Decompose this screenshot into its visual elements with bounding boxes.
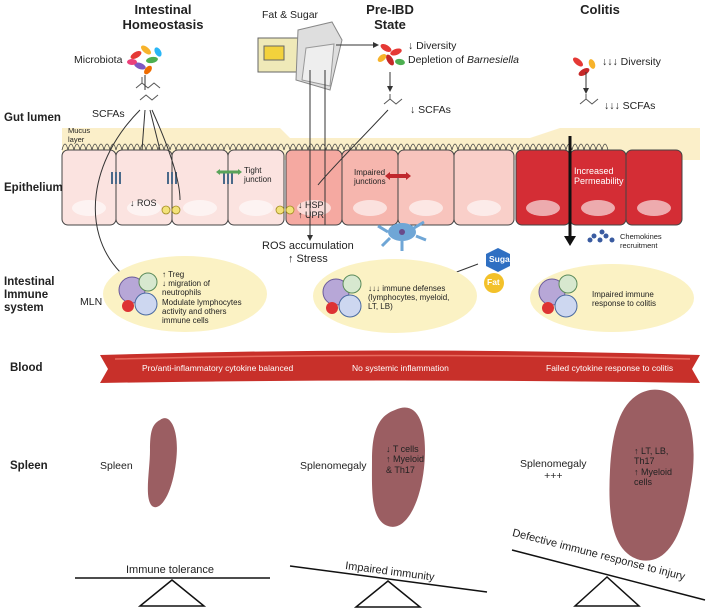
blood-colitis-text: Failed cytokine response to colitis (546, 363, 674, 373)
flow-arrows (94, 44, 587, 283)
row-spleen: Spleen (10, 460, 48, 472)
pre-diversity-label: ↓ Diversity (408, 40, 457, 52)
sugar-badge (486, 248, 510, 272)
microvilli (61, 143, 609, 151)
epithelium-cells (61, 143, 683, 226)
immune-preibd-text: ↓↓↓ immune defenses (lymphocytes, myeloi… (368, 284, 450, 312)
colitis-microbiota-icon (573, 57, 596, 76)
spleen-homeostasis (147, 418, 177, 508)
balance-homeostasis (75, 577, 270, 607)
blood-vessel-highlight (114, 354, 691, 360)
fat-label: Fat (487, 277, 500, 287)
header-preibd: Pre-IBD State (366, 2, 414, 32)
pre-depletion-prefix: Depletion of (408, 54, 467, 66)
microbiota-icon (127, 45, 162, 75)
microbiota-label: Microbiota (74, 54, 123, 66)
preibd-microbiota-icon (377, 44, 405, 66)
spleen-col-label: Splenomegaly +++ (520, 458, 587, 483)
spleen-preibd (371, 407, 425, 527)
ros-label: ↓ ROS (130, 198, 157, 208)
blood-homeostasis-text: Pro/anti-inflammatory cytokine balanced (142, 363, 294, 373)
junction-markers (111, 172, 233, 184)
mln-label: MLN (80, 296, 103, 308)
row-gut-lumen: Gut lumen (4, 112, 61, 124)
row-epithelium: Epithelium (4, 182, 63, 194)
sugar-label: Sugar (489, 254, 514, 264)
scfas-label: SCFAs (92, 108, 125, 120)
balance-home-label: Immune tolerance (126, 564, 215, 576)
header-colitis: Colitis (580, 2, 620, 17)
fat-sugar-label: Fat & Sugar (262, 9, 319, 21)
nuclei (72, 200, 671, 216)
pre-depletion-taxon: Barnesiella (466, 54, 519, 66)
balance-preibd (289, 565, 488, 608)
blood-vessel (100, 350, 700, 383)
row-blood: Blood (10, 362, 43, 374)
row-immune: Intestinal Immune system (4, 276, 55, 315)
dendritic-cell-icon (377, 220, 427, 251)
immune-cells-icon-home (118, 272, 158, 316)
scfa-molecule-icons (135, 77, 599, 105)
increased-perm-label: Increased Permeability (574, 166, 624, 187)
fat-badge (484, 273, 504, 293)
immune-cells-icon-pre (322, 274, 362, 318)
spleen-pre-label: Splenomegaly (300, 460, 367, 472)
chemokine-dots (587, 229, 615, 243)
tight-junction-icon (216, 169, 242, 175)
pre-scfas-label: ↓ SCFAs (410, 104, 451, 116)
fat-sugar-icon (257, 21, 343, 91)
immune-cells-icon-col (538, 274, 578, 318)
spleen-col-cells: ↑ LT, LB, Th17 ↑ Myeloid cells (634, 446, 673, 488)
permeability-arrowhead (564, 236, 576, 246)
balance-colitis (511, 549, 706, 607)
spleen-home-label: Spleen (100, 460, 133, 472)
spleen-pre-cells: ↓ T cells ↑ Myeloid & Th17 (386, 444, 425, 475)
immune-colitis-text: Impaired immune response to colitis (592, 290, 657, 309)
chemokines-label: Chemokines recruitment (620, 232, 662, 250)
col-scfas-label: ↓↓↓ SCFAs (604, 100, 656, 112)
blood-preibd-text: No systemic inflammation (352, 363, 449, 373)
immune-homeostasis-text: ↑ Treg ↓ migration of neutrophils Modula… (162, 270, 242, 325)
hsp-upr-label: ↓ HSP ↑ UPR (298, 200, 325, 221)
spleen-colitis (609, 389, 694, 561)
tight-junction-label: Tight junction (244, 166, 272, 185)
impaired-junction-icon (385, 172, 411, 180)
col-diversity-label: ↓↓↓ Diversity (602, 56, 661, 68)
header-homeostasis: Intestinal Homeostasis (122, 2, 204, 32)
ros-accumulation-label: ROS accumulation ↑ Stress (262, 240, 354, 265)
mucus-label: Mucus layer (68, 126, 91, 144)
yellow-vesicles (161, 205, 295, 215)
pre-depletion-label: Depletion of Barnesiella (408, 54, 519, 66)
impaired-junctions-label: Impaired junctions (354, 168, 386, 187)
